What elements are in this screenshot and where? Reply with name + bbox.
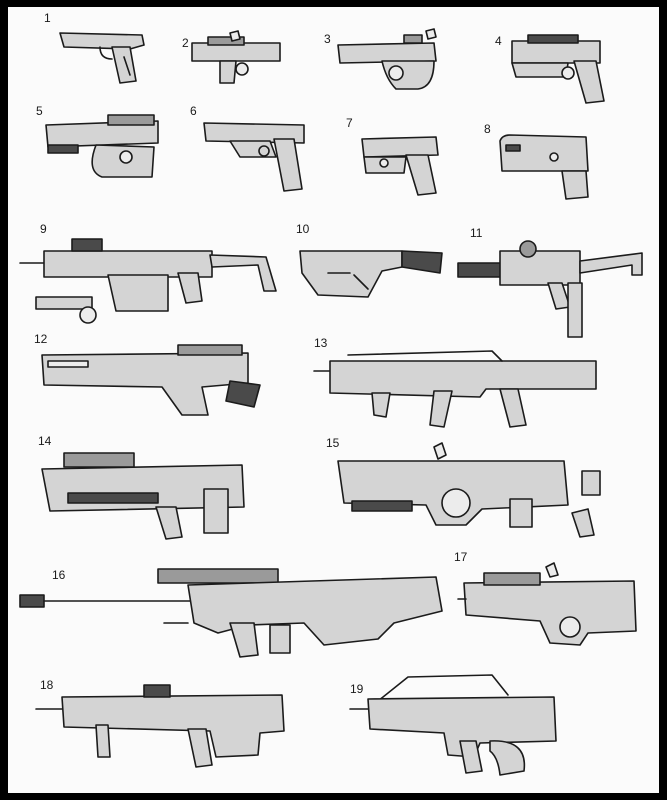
weapon-sketch-4 [508,31,608,107]
item-number-9: 9 [40,222,47,236]
weapon-sketch-14 [38,449,246,543]
weapon-sketch-8 [496,133,592,201]
item-number-15: 15 [326,436,340,450]
weapon-sketch-16 [18,563,446,663]
item-number-11: 11 [470,226,483,240]
concept-sheet-frame: 1 2 3 4 [8,7,659,793]
item-number-7: 7 [346,116,353,130]
item-number-2: 2 [182,36,189,50]
item-number-13: 13 [314,336,328,350]
item-number-3: 3 [324,32,331,46]
weapon-sketch-5 [42,114,160,181]
item-number-18: 18 [40,678,54,692]
item-number-14: 14 [38,434,52,448]
item-number-10: 10 [296,222,310,236]
weapon-sketch-15 [332,441,614,543]
item-number-4: 4 [495,34,502,48]
item-number-19: 19 [350,682,364,696]
weapon-sketch-18 [34,683,286,773]
weapon-sketch-6 [200,119,310,193]
weapon-sketch-3 [334,28,444,91]
item-number-6: 6 [190,104,197,118]
weapon-sketch-1 [56,25,148,87]
weapon-sketch-9 [18,235,280,327]
item-number-17: 17 [454,550,468,564]
weapon-sketch-7 [356,129,444,197]
item-number-12: 12 [34,332,48,346]
weapon-sketch-10 [298,237,444,299]
item-number-16: 16 [52,568,66,582]
weapon-sketch-17 [456,562,642,649]
weapon-sketch-11 [456,235,646,341]
item-number-8: 8 [484,122,491,136]
item-number-5: 5 [36,104,43,118]
weapon-sketch-19 [348,671,560,779]
weapon-sketch-2 [190,29,286,87]
weapon-sketch-12 [38,344,264,423]
weapon-sketch-13 [312,347,598,431]
item-number-1: 1 [44,11,51,25]
